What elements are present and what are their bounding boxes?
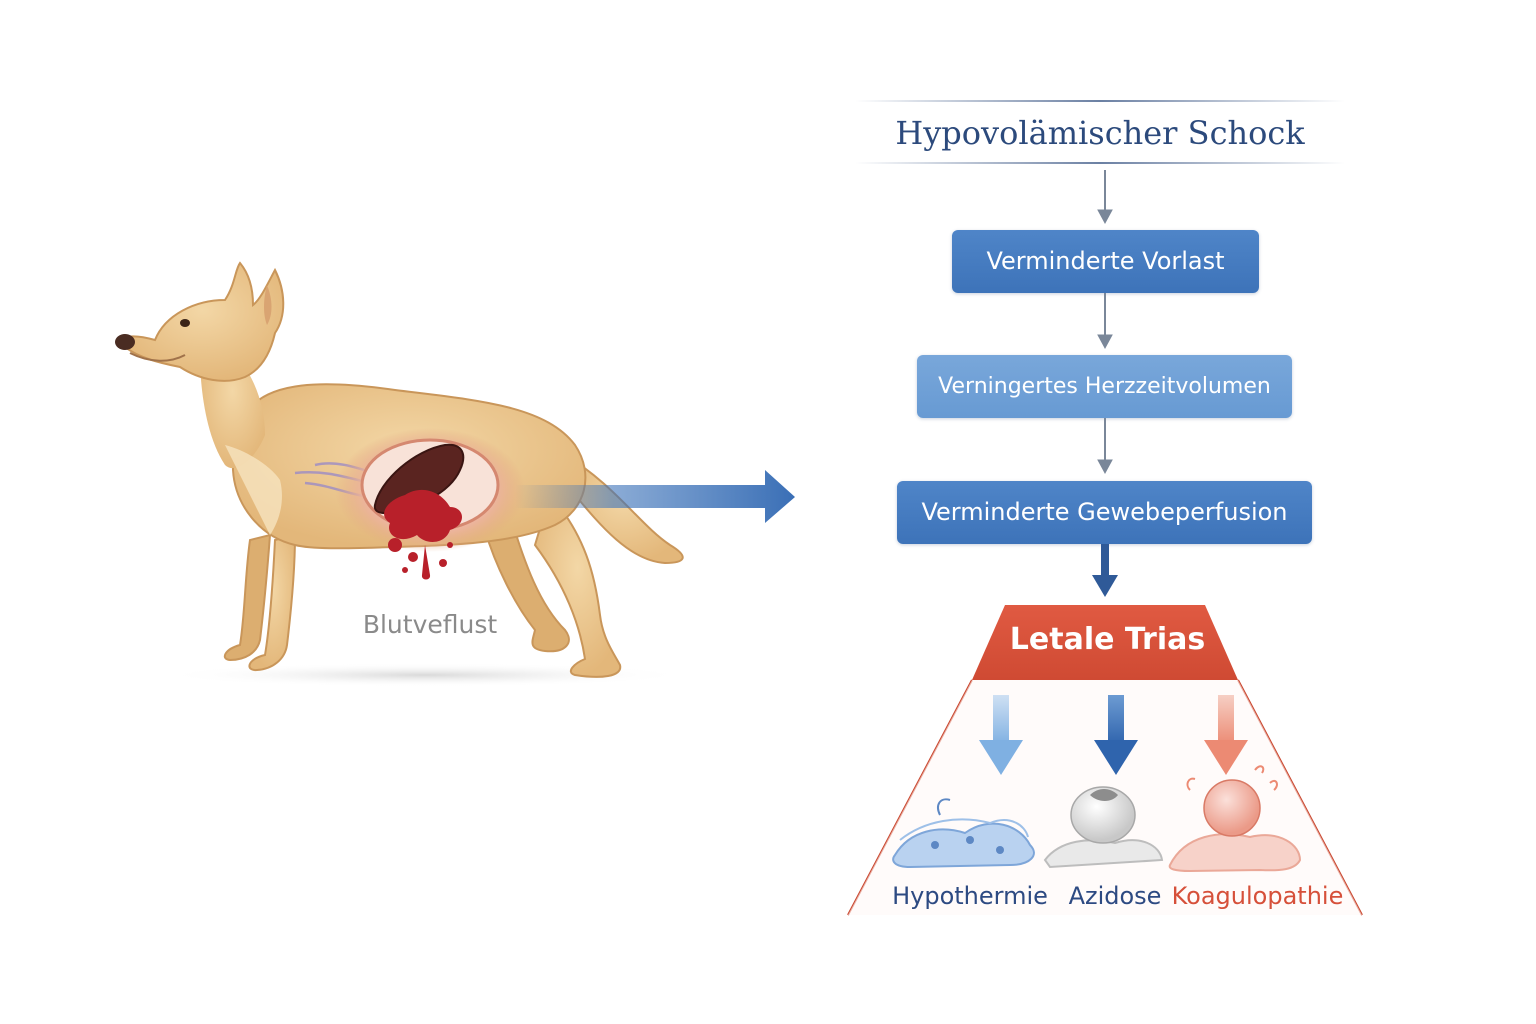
dog-head bbox=[120, 261, 285, 382]
dog-front-leg-front bbox=[248, 533, 297, 672]
hypothermia-tissue bbox=[892, 798, 1035, 869]
step-box-1: Verminderte Vorlast bbox=[952, 230, 1259, 293]
dog-illustration bbox=[115, 261, 795, 687]
step-3-label: Verminderte Gewebeperfusion bbox=[921, 498, 1288, 526]
connector-arrow-1 bbox=[1097, 170, 1113, 225]
step-1-label: Verminderte Vorlast bbox=[986, 247, 1225, 275]
flow-connectors bbox=[847, 170, 1363, 916]
dog-nose bbox=[115, 334, 135, 350]
step-box-2: Verningertes Herzzeitvolumen bbox=[917, 355, 1292, 418]
dog-hind-leg-back bbox=[483, 513, 570, 653]
coagulopathy-cell bbox=[1168, 765, 1302, 873]
dog-hind-leg-front bbox=[533, 492, 622, 678]
connector-arrow-3 bbox=[1097, 418, 1113, 475]
connector-arrow-2 bbox=[1097, 293, 1113, 350]
title-rule-top bbox=[855, 100, 1345, 102]
acidosis-cell bbox=[1043, 786, 1164, 869]
coagulopathy-arrow bbox=[1204, 695, 1248, 775]
trias-header bbox=[972, 605, 1238, 680]
connection-arrow bbox=[515, 470, 795, 523]
ground-shadow bbox=[160, 663, 690, 687]
dog-front-leg-back bbox=[223, 533, 272, 662]
dog-mouth bbox=[129, 352, 186, 362]
step-2-label: Verningertes Herzzeitvolumen bbox=[938, 374, 1271, 399]
trias-label-hypothermia: Hypothermie bbox=[892, 882, 1048, 910]
trias-title: Letale Trias bbox=[1009, 622, 1206, 657]
step-box-3: Verminderte Gewebeperfusion bbox=[897, 481, 1312, 544]
hypothermia-arrow bbox=[979, 695, 1023, 775]
acidosis-arrow bbox=[1094, 695, 1138, 775]
connector-arrow-4 bbox=[1092, 544, 1118, 597]
trias-label-coagulopathy: Koagulopathie bbox=[1171, 882, 1344, 910]
dog-ear-inner bbox=[264, 285, 272, 325]
dog-chest-fur bbox=[225, 445, 282, 535]
trias-label-acidosis: Azidose bbox=[1068, 882, 1162, 910]
blood-loss-label: Blutveflust bbox=[362, 610, 498, 639]
flow-title: Hypovolämischer Schock bbox=[855, 100, 1345, 166]
dog-eye bbox=[180, 319, 190, 327]
spleen-organ bbox=[373, 443, 465, 515]
flow-title-text: Hypovolämischer Schock bbox=[895, 114, 1305, 152]
title-rule-bottom bbox=[855, 162, 1345, 164]
blood-splatter bbox=[384, 489, 463, 580]
